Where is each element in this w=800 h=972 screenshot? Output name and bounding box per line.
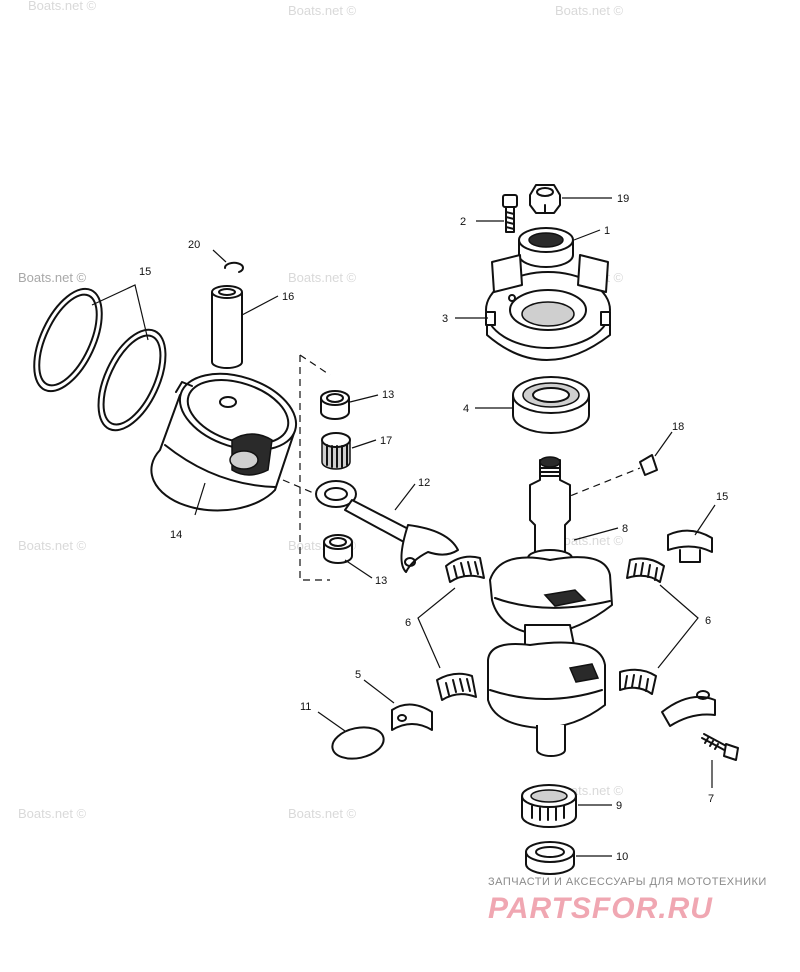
bushing-top[interactable] bbox=[320, 390, 350, 420]
cap-screw-lower[interactable] bbox=[701, 733, 739, 761]
callout-3: 3 bbox=[442, 313, 448, 325]
callout-5: 5 bbox=[355, 669, 361, 681]
needle-bearing[interactable] bbox=[321, 432, 351, 470]
watermark-text: Boats.net © bbox=[555, 533, 624, 548]
main-bearing[interactable] bbox=[512, 376, 590, 434]
leader-line bbox=[694, 504, 716, 536]
lower-bearing[interactable] bbox=[521, 784, 577, 828]
leader-line bbox=[194, 482, 206, 516]
leader-line bbox=[91, 284, 149, 341]
callout-15: 15 bbox=[716, 491, 728, 503]
oil-seal-bottom[interactable] bbox=[525, 841, 575, 875]
rod-cap[interactable] bbox=[391, 703, 433, 731]
callout-6: 6 bbox=[705, 615, 711, 627]
connecting-rod[interactable] bbox=[315, 480, 459, 573]
oil-seal-top[interactable] bbox=[518, 227, 574, 268]
leader-line bbox=[344, 559, 373, 579]
callout-17: 17 bbox=[380, 435, 392, 447]
callout-4: 4 bbox=[463, 403, 469, 415]
callout-12: 12 bbox=[418, 477, 430, 489]
piston-rings[interactable] bbox=[20, 279, 179, 441]
leader-line bbox=[349, 394, 379, 403]
callout-20: 20 bbox=[188, 239, 200, 251]
callout-15: 15 bbox=[139, 266, 151, 278]
watermark-text: Boats.net © bbox=[555, 3, 624, 18]
needle-cage-bottom-left[interactable] bbox=[436, 672, 477, 701]
leader-line bbox=[654, 431, 673, 457]
leader-line bbox=[317, 711, 346, 732]
callout-13: 13 bbox=[375, 575, 387, 587]
callout-9: 9 bbox=[616, 800, 622, 812]
piston[interactable] bbox=[150, 360, 305, 512]
leader-line bbox=[657, 584, 699, 669]
callout-8: 8 bbox=[622, 523, 628, 535]
alignment-line bbox=[299, 355, 330, 581]
watermark-text: Boats.net © bbox=[18, 538, 87, 553]
wrist-pin[interactable] bbox=[211, 285, 243, 369]
watermark-text: Boats.net © bbox=[28, 0, 97, 13]
watermark-text: Boats.net © bbox=[288, 270, 357, 285]
footer-subtitle: ЗАПЧАСТИ И АКСЕССУАРЫ ДЛЯ МОТОТЕХНИКИ bbox=[488, 876, 767, 888]
leader-line bbox=[212, 249, 227, 263]
callout-19: 19 bbox=[617, 193, 629, 205]
gasket[interactable] bbox=[329, 723, 386, 763]
leader-line bbox=[573, 229, 601, 241]
leader-line bbox=[394, 483, 416, 511]
bushing-bottom[interactable] bbox=[323, 534, 353, 564]
needle-cage-top-right[interactable] bbox=[626, 557, 665, 583]
alignment-line bbox=[299, 354, 331, 376]
callout-6: 6 bbox=[405, 617, 411, 629]
leader-line bbox=[351, 439, 377, 449]
crankshaft[interactable] bbox=[487, 456, 613, 757]
callout-16: 16 bbox=[282, 291, 294, 303]
watermark-text: Boats.net © bbox=[18, 806, 87, 821]
watermark-text: Boats.net © bbox=[18, 270, 87, 285]
bearing-cap-half[interactable] bbox=[661, 690, 716, 727]
leader-line bbox=[573, 527, 619, 541]
woodruff-key[interactable] bbox=[639, 454, 658, 476]
cap-screw[interactable] bbox=[502, 194, 518, 233]
leader-line bbox=[363, 679, 395, 704]
watermark-text: Boats.net © bbox=[288, 806, 357, 821]
callout-2: 2 bbox=[460, 216, 466, 228]
alignment-line bbox=[559, 467, 641, 501]
crank-nut[interactable] bbox=[529, 184, 561, 214]
callout-11: 11 bbox=[300, 701, 311, 713]
circlip[interactable] bbox=[224, 261, 244, 273]
leader-line bbox=[417, 587, 456, 669]
callout-7: 7 bbox=[708, 793, 714, 805]
leader-line bbox=[241, 295, 279, 316]
needle-cage-bottom-right[interactable] bbox=[619, 668, 657, 695]
callout-18: 18 bbox=[672, 421, 684, 433]
needle-cage-top-left[interactable] bbox=[445, 555, 485, 583]
watermark-text: Boats.net © bbox=[288, 3, 357, 18]
callout-13: 13 bbox=[382, 389, 394, 401]
footer-logo[interactable]: PARTSFOR.RU bbox=[488, 892, 713, 925]
callout-1: 1 bbox=[604, 225, 610, 237]
bearing-cage-half[interactable] bbox=[667, 529, 713, 563]
callout-10: 10 bbox=[616, 851, 628, 863]
callout-14: 14 bbox=[170, 529, 182, 541]
bearing-housing[interactable] bbox=[485, 254, 611, 361]
